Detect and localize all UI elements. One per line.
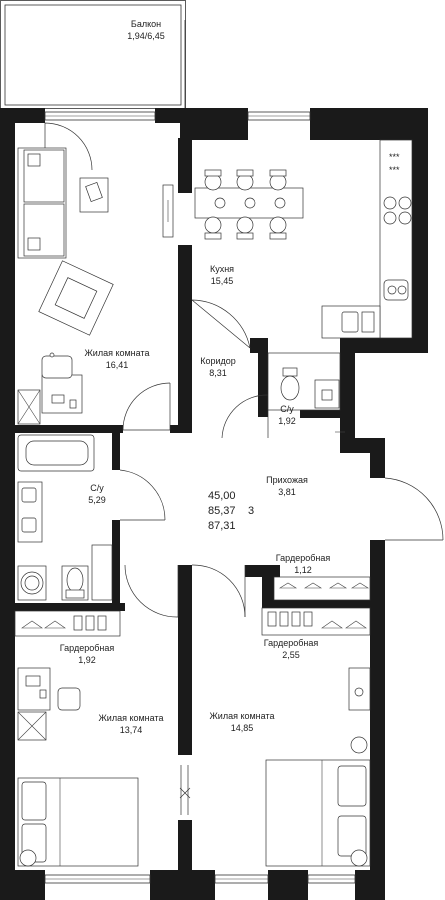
wardrobe1-name: Гардеробная <box>276 553 331 563</box>
balcony <box>0 0 186 109</box>
living1-area: 16,41 <box>106 360 129 370</box>
corridor-name: Коридор <box>200 356 236 366</box>
area-summary: 45,00 85,37 87,31 3 <box>208 490 254 532</box>
living3-name: Жилая комната <box>209 711 274 721</box>
wardrobe2-name: Гардеробная <box>60 643 115 653</box>
total-area-with-balcony: 87,31 <box>208 520 236 532</box>
wardrobe2-area: 1,92 <box>78 655 96 665</box>
bedroom-3-furniture <box>265 667 371 867</box>
windows <box>44 111 356 884</box>
living2-area: 13,74 <box>120 725 143 735</box>
bath-small-area: 1,92 <box>278 416 296 426</box>
rooms-count: 3 <box>248 505 254 517</box>
total-area: 85,37 <box>208 505 236 517</box>
balcony-name: Балкон <box>131 19 161 29</box>
big-bath-furniture <box>17 434 113 601</box>
hall-name: Прихожая <box>266 475 308 485</box>
hall-area: 3,81 <box>278 487 296 497</box>
wardrobe-furniture <box>14 576 371 637</box>
bedroom-2-furniture <box>17 667 139 867</box>
bath-big-area: 5,29 <box>88 495 106 505</box>
interior-walls <box>0 138 377 900</box>
living2-name: Жилая комната <box>98 713 163 723</box>
bath-big-name: С/у <box>90 483 104 493</box>
living3-area: 14,85 <box>231 723 254 733</box>
bath-small-name: С/у <box>280 404 294 414</box>
balcony-area: 1,94/6,45 <box>127 31 165 41</box>
kitchen-area: 15,45 <box>211 276 234 286</box>
svg-text:***: *** <box>389 152 400 162</box>
corridor-area: 8,31 <box>209 368 227 378</box>
living-room-1-furniture <box>17 147 174 425</box>
room-labels: Балкон 1,94/6,45 Кухня 15,45 Жилая комна… <box>60 19 331 735</box>
wardrobe3-name: Гардеробная <box>264 638 319 648</box>
outer-walls <box>0 108 428 900</box>
kitchen-name: Кухня <box>210 264 234 274</box>
wardrobe3-area: 2,55 <box>282 650 300 660</box>
living1-name: Жилая комната <box>84 348 149 358</box>
kitchen-furniture: *** *** <box>194 139 413 339</box>
wardrobe1-area: 1,12 <box>294 565 312 575</box>
doors <box>44 122 444 815</box>
svg-text:***: *** <box>389 165 400 175</box>
small-bath-furniture <box>267 352 345 433</box>
living-area-total: 45,00 <box>208 490 236 502</box>
